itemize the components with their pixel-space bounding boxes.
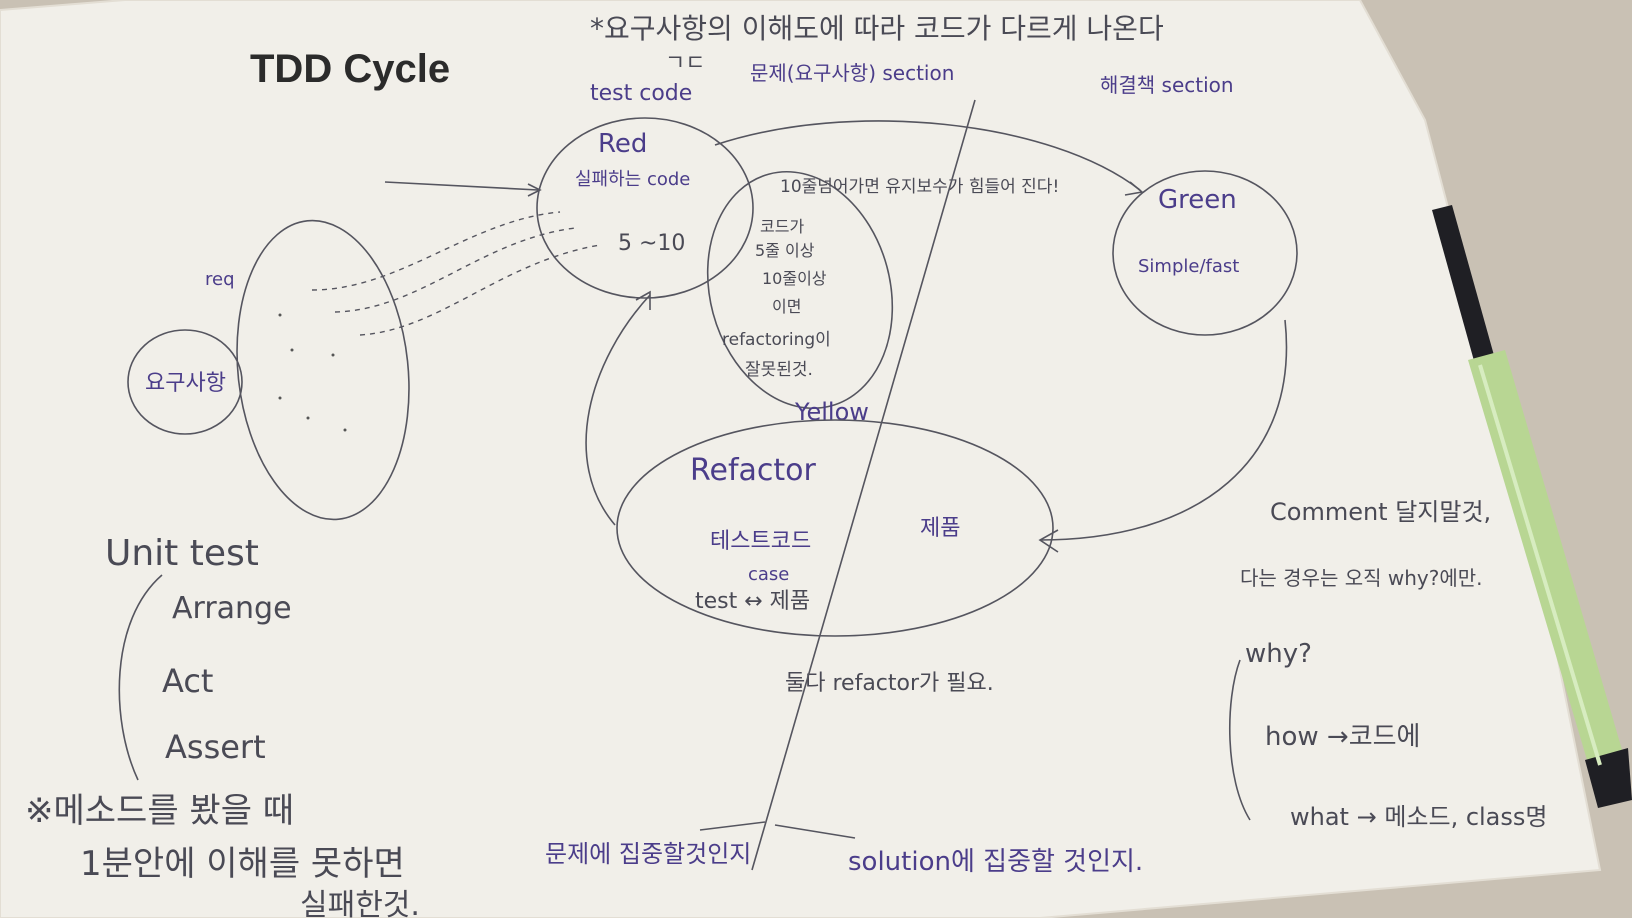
comment-item: why?	[1245, 639, 1312, 669]
solution-section-label: 해결책 section	[1100, 73, 1234, 97]
yellow-line: refactoring이	[722, 330, 831, 350]
red-to-green-arrow	[714, 120, 1141, 191]
refactor-product: 제품	[920, 516, 960, 541]
input-arrow	[384, 181, 539, 191]
requirements-scribble: req	[205, 269, 235, 290]
header-tag: ㄱㄷ	[665, 51, 705, 76]
requirement-arrow	[334, 227, 576, 313]
comment-item: what → 메소드, class명	[1290, 803, 1547, 831]
requirements-label: 요구사항	[145, 371, 226, 396]
yellow-line: 이면	[772, 297, 801, 316]
pen-icon	[1432, 205, 1632, 808]
requirement-arrow	[359, 244, 601, 336]
unit-test-bracket	[118, 574, 163, 781]
both-refactor-note: 둘다 refactor가 필요.	[785, 671, 994, 696]
red-stage-circle	[536, 117, 754, 299]
requirements-ellipse	[236, 219, 410, 521]
method-note-line: 1분안에 이해를 못하면	[80, 844, 405, 884]
red-test-code-label: test code	[590, 81, 692, 106]
yellow-line: 5줄 이상	[755, 241, 815, 260]
page-title: TDD Cycle	[250, 47, 450, 91]
yellow-line: 잘못된것.	[745, 360, 813, 380]
unit-test-title: Unit test	[105, 533, 259, 574]
yellow-body: 코드가 5줄 이상 10줄이상 이면 refactoring이 잘못된것.	[722, 217, 831, 380]
bottom-left-note: 문제에 집중할것인지	[545, 840, 751, 868]
red-stage-name: Red	[598, 129, 647, 159]
green-stage-name: Green	[1158, 185, 1237, 215]
refactor-stage-circle	[616, 419, 1054, 637]
problem-solution-divider	[751, 99, 976, 871]
header-note: *요구사항의 이해도에 따라 코드가 다르게 나온다	[590, 12, 1164, 45]
comment-note-line2: 다는 경우는 오직 why?에만.	[1240, 566, 1483, 590]
comment-bracket	[1228, 659, 1251, 821]
green-to-refactor-arrow	[1039, 319, 1288, 541]
refactor-test-pair: test ↔ 제품	[695, 589, 810, 614]
unit-test-step: Act	[162, 662, 213, 700]
method-note-line: 실패한것.	[300, 888, 420, 918]
requirement-arrow	[311, 211, 561, 291]
refactor-test-code: 테스트코드	[710, 529, 811, 554]
refactor-to-red-arrow	[585, 294, 651, 526]
comment-note-line1: Comment 달지말것,	[1270, 498, 1491, 526]
refactor-case-label: case	[748, 564, 789, 585]
red-counter: 5 ~10	[618, 231, 685, 256]
unit-test-step: Assert	[165, 728, 266, 766]
green-stage-circle	[1112, 170, 1298, 336]
red-stage-desc: 실패하는 code	[575, 169, 690, 190]
method-note-line: ※메소드를 봤을 때	[25, 791, 294, 831]
bottom-right-note: solution에 집중할 것인지.	[848, 847, 1143, 877]
requirements-label-circle	[127, 329, 243, 435]
yellow-note: 10줄넘어가면 유지보수가 힘들어 진다!	[780, 177, 1059, 197]
green-stage-desc: Simple/fast	[1138, 256, 1239, 277]
yellow-line: 코드가	[760, 217, 804, 236]
comment-item: how →코드에	[1265, 722, 1420, 752]
problem-section-label: 문제(요구사항) section	[750, 61, 954, 85]
yellow-stage-circle	[706, 170, 894, 410]
yellow-line: 10줄이상	[762, 269, 827, 288]
unit-test-step: Arrange	[172, 591, 292, 626]
refactor-stage-name: Refactor	[690, 453, 817, 488]
yellow-stage-name: Yellow	[794, 398, 869, 426]
